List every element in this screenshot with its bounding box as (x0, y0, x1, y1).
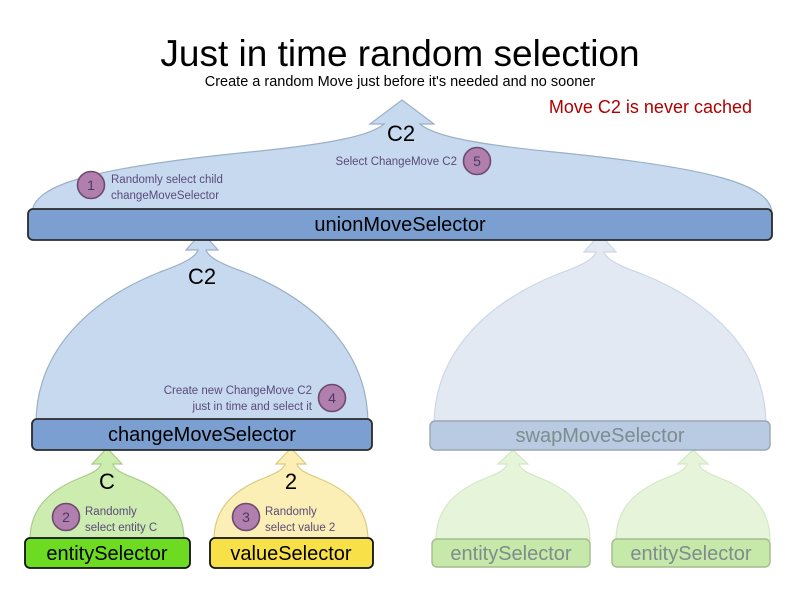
value-selector-box[interactable] (209, 537, 374, 569)
value-selector-label: valueSelector (230, 543, 352, 565)
entity-selector-left-label: entitySelector (46, 543, 168, 565)
entity-selector-swap-b-box[interactable] (611, 538, 771, 568)
step-badge-3-number: 3 (242, 509, 250, 525)
annotation-step-1-line-1: Randomly select child (111, 174, 223, 186)
annotation-step-3-line-2: select value 2 (265, 522, 335, 534)
step-badge-4-number: 4 (328, 390, 336, 406)
annotation-step-2-line-2: select entity C (85, 522, 157, 534)
swap-move-selector-box[interactable] (429, 420, 771, 451)
annotation-step-2-line-1: Randomly (85, 506, 137, 518)
entity-selector-swap-a-label: entitySelector (450, 543, 572, 565)
step-badge-5 (462, 146, 492, 176)
node-change-move-selector[interactable]: changeMoveSelector (31, 418, 373, 451)
page-subtitle: Create a random Move just before it's ne… (205, 74, 596, 90)
step-badge-3 (231, 502, 261, 532)
swap-entity-a-output-arrow (435, 449, 591, 541)
union-move-selector-box[interactable] (27, 208, 773, 241)
step-badge-4 (317, 383, 347, 413)
annotation-step-3-line-1: Randomly (265, 506, 317, 518)
flow-label-entity-output: C (99, 469, 115, 494)
flow-label-union-output: C2 (387, 121, 415, 146)
step-badge-1 (76, 170, 106, 200)
page-title: Just in time random selection (160, 33, 639, 74)
annotation-step-4-line-2: just in time and select it (191, 401, 312, 413)
annotation-step-4-line-1: Create new ChangeMove C2 (164, 385, 312, 397)
annotation-step-2: 2 Randomly select entity C (51, 502, 157, 534)
change-move-selector-box[interactable] (31, 418, 373, 451)
annotation-step-5: 5 Select ChangeMove C2 (336, 146, 492, 176)
never-cached-note: Move C2 is never cached (549, 97, 752, 117)
step-badge-2-number: 2 (62, 509, 70, 525)
entity-selector-swap-a-box[interactable] (431, 538, 591, 568)
swap-entity-b-output-arrow (615, 449, 771, 541)
change-output-arrow (35, 231, 369, 425)
annotation-step-5-line-1: Select ChangeMove C2 (336, 156, 457, 168)
swap-move-selector-label: swapMoveSelector (516, 425, 685, 447)
union-output-arrow (31, 99, 773, 215)
node-entity-selector-swap-a[interactable]: entitySelector (431, 538, 591, 568)
flow-label-value-output: 2 (285, 469, 297, 494)
node-union-move-selector[interactable]: unionMoveSelector (27, 208, 773, 241)
node-entity-selector-swap-b[interactable]: entitySelector (611, 538, 771, 568)
step-badge-1-number: 1 (87, 177, 95, 193)
union-move-selector-label: unionMoveSelector (314, 214, 486, 236)
annotation-step-1: 1 Randomly select child changeMoveSelect… (76, 170, 223, 202)
change-move-selector-label: changeMoveSelector (108, 424, 296, 446)
node-entity-selector-left[interactable]: entitySelector (24, 537, 191, 569)
annotation-step-1-line-2: changeMoveSelector (111, 190, 219, 202)
node-swap-move-selector[interactable]: swapMoveSelector (429, 420, 771, 451)
annotation-step-3: 3 Randomly select value 2 (231, 502, 335, 534)
step-badge-5-number: 5 (473, 153, 481, 169)
entity-selector-left-box[interactable] (24, 537, 191, 569)
annotation-step-4: 4 Create new ChangeMove C2 just in time … (164, 383, 347, 413)
swap-output-arrow (433, 233, 767, 427)
entity-selector-swap-b-label: entitySelector (630, 543, 752, 565)
step-badge-2 (51, 502, 81, 532)
node-value-selector[interactable]: valueSelector (209, 537, 374, 569)
flow-label-change-output: C2 (188, 264, 216, 289)
